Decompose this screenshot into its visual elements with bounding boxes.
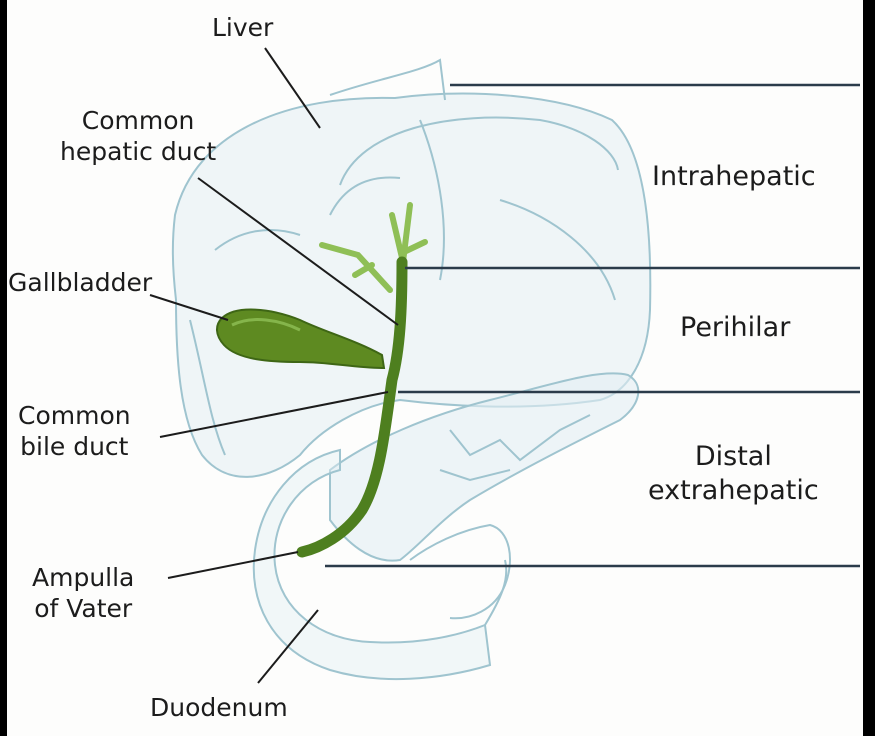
duodenum-label: Duodenum — [150, 692, 288, 723]
gallbladder-label: Gallbladder — [8, 267, 152, 298]
liver-label: Liver — [212, 12, 273, 43]
region-label-intrahepatic: Intrahepatic — [652, 160, 816, 194]
region-label-distal-extrahepatic: Distal extrahepatic — [648, 440, 819, 508]
region-label-perihilar: Perihilar — [680, 311, 790, 345]
ampulla-of-vater-leader-line — [168, 552, 298, 578]
common-bile-duct-label: Common bile duct — [18, 400, 131, 463]
ampulla-of-vater-label: Ampulla of Vater — [32, 562, 134, 625]
common-hepatic-duct-label: Common hepatic duct — [60, 105, 216, 168]
